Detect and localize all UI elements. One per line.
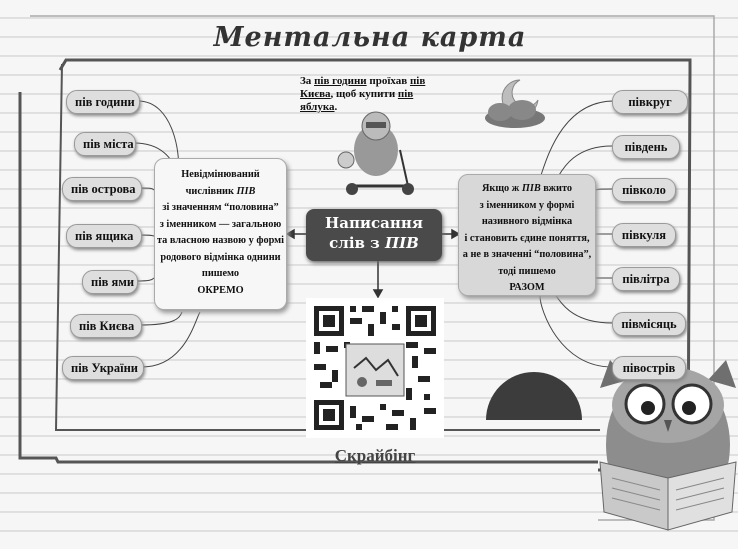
rule-together-box: Якщо ж ПІВ вжито з іменником у формі наз… bbox=[458, 174, 596, 296]
right-word-7: півострів bbox=[612, 356, 686, 380]
rule-separate-box: Невідмінюваний числівник ПІВ зі значення… bbox=[154, 158, 287, 310]
central-topic: Написання слів з ПІВ bbox=[306, 209, 442, 261]
right-word-5: півлітра bbox=[612, 267, 680, 291]
example-sentence: За пів години проїхав пів Києва, щоб куп… bbox=[300, 75, 426, 113]
scooter-character-icon bbox=[337, 111, 414, 195]
qr-code-icon bbox=[306, 298, 444, 438]
left-word-2: пів міста bbox=[74, 132, 136, 156]
left-word-6: пів Києва bbox=[70, 314, 142, 338]
sun-half-circle-icon bbox=[486, 372, 582, 420]
left-word-3: пів острова bbox=[62, 177, 142, 201]
left-word-4: пів ящика bbox=[66, 224, 142, 248]
right-word-2: південь bbox=[612, 135, 680, 159]
right-word-1: півкруг bbox=[612, 90, 688, 114]
moon-icon bbox=[485, 79, 545, 128]
left-word-5: пів ями bbox=[82, 270, 138, 294]
left-word-1: пів години bbox=[66, 90, 140, 114]
right-word-4: півкуля bbox=[612, 223, 676, 247]
left-word-7: пів України bbox=[62, 356, 144, 380]
map-title: Ментальна карта bbox=[213, 22, 527, 53]
qr-code-label[interactable]: Скрайбінг bbox=[334, 446, 416, 465]
owl-illustration-icon bbox=[599, 360, 737, 531]
right-word-3: півколо bbox=[612, 178, 676, 202]
qr-code[interactable] bbox=[306, 298, 444, 438]
right-word-6: півмісяць bbox=[612, 312, 686, 336]
